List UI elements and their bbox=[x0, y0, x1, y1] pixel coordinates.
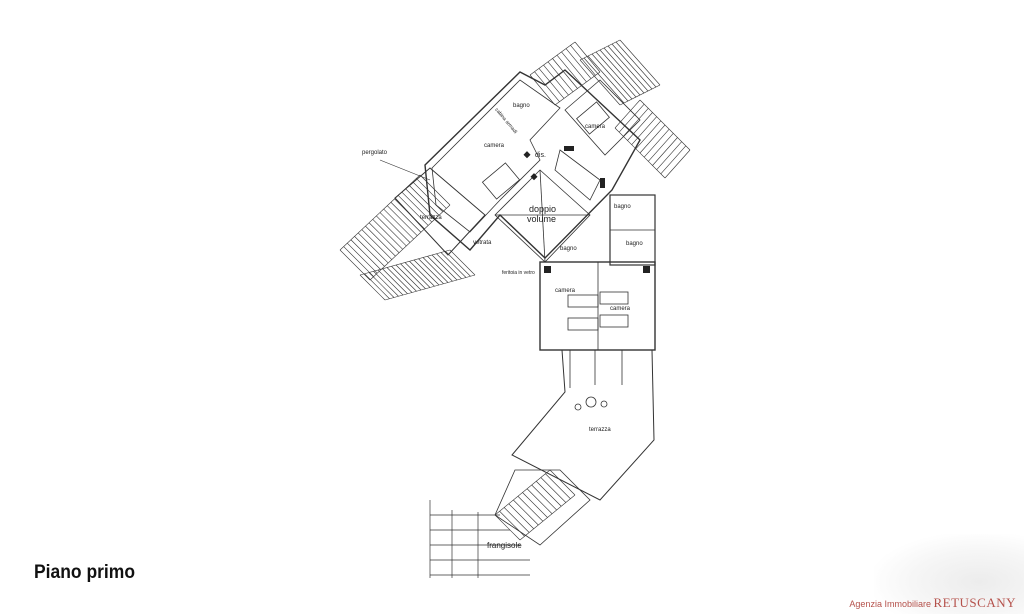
label-camera-nw: camera bbox=[484, 143, 505, 149]
agency-footer: Agenzia Immobiliare RETUSCANY bbox=[849, 595, 1016, 611]
north-wing-inner bbox=[431, 79, 561, 233]
label-dis: dis. bbox=[535, 152, 546, 159]
label-terrazza-south: terrazza bbox=[589, 427, 611, 433]
label-camera-south-2: camera bbox=[610, 306, 631, 312]
label-doppio: doppio bbox=[529, 204, 557, 214]
ne-room bbox=[564, 79, 641, 156]
south-terrace bbox=[511, 349, 655, 501]
frangisole-louvers bbox=[429, 500, 530, 578]
north-wing-walls bbox=[424, 69, 641, 259]
label-pergolato: pergolato bbox=[362, 150, 388, 156]
label-feritoia: feritoia in vetro bbox=[502, 270, 535, 276]
label-volume: volume bbox=[527, 214, 557, 224]
label-terrazza-west: terrazza bbox=[420, 215, 442, 221]
label-bagno-center: bagno bbox=[560, 246, 577, 252]
agency-prefix: Agenzia Immobiliare bbox=[849, 599, 931, 609]
label-vetrata: vetrata bbox=[473, 240, 492, 246]
label-frangisole: frangisole bbox=[487, 541, 522, 550]
label-bagno-top: bagno bbox=[513, 103, 530, 109]
label-bagno-right-1: bagno bbox=[614, 204, 631, 210]
label-camera-south-1: camera bbox=[555, 288, 576, 294]
south-steps bbox=[494, 469, 591, 546]
watermark bbox=[874, 534, 1024, 614]
label-camera-ne: camera bbox=[585, 124, 606, 130]
label-bagno-right-2: bagno bbox=[626, 241, 643, 247]
stair-block bbox=[554, 149, 601, 201]
agency-brand-logo: RETUSCANY bbox=[933, 595, 1016, 610]
south-block bbox=[539, 261, 656, 351]
west-terrace bbox=[394, 167, 486, 256]
page-title: Piano primo bbox=[34, 562, 136, 583]
